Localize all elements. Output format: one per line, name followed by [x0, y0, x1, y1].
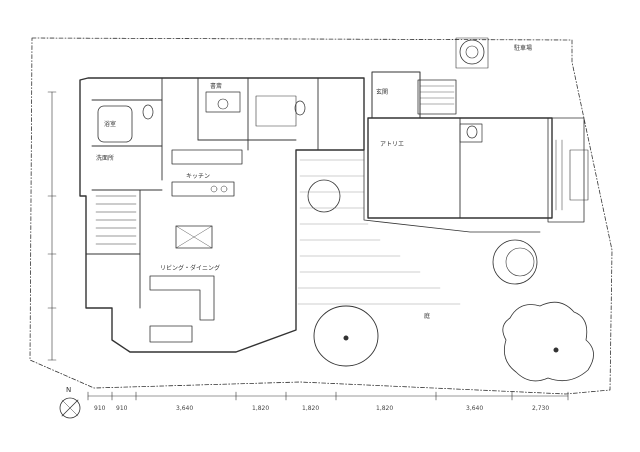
label-atelier: アトリエ: [380, 141, 404, 148]
label-bath: 浴室: [104, 120, 116, 128]
dim-label: 910: [116, 405, 128, 412]
label-parking: 駐車場: [514, 44, 532, 52]
dim-label: 910: [94, 405, 106, 412]
label-study: 書斎: [210, 82, 222, 90]
label-garden: 庭: [424, 312, 430, 320]
dining-table: [175, 225, 213, 249]
label-kitchen: キッチン: [186, 173, 210, 180]
dim-label: 3,640: [466, 405, 483, 412]
bathtub: [97, 105, 133, 143]
tree-right: [492, 239, 538, 285]
dim-label: 1,820: [252, 405, 269, 412]
house-outline: [79, 77, 365, 353]
label-washroom: 洗面所: [96, 154, 114, 162]
dim-label: 1,820: [302, 405, 319, 412]
compass-label: N: [66, 386, 71, 394]
label-living: リビング・ダイニング: [160, 264, 220, 272]
kitchen-counter: [171, 149, 243, 165]
tree-large: [313, 305, 379, 367]
label-entrance: 玄関: [376, 88, 388, 96]
sofa: [149, 275, 215, 321]
compass-circle: [59, 397, 81, 419]
dim-label: 2,730: [532, 405, 549, 412]
dim-label: 3,640: [176, 405, 193, 412]
site-boundary: [29, 37, 613, 395]
dim-label: 1,820: [376, 405, 393, 412]
